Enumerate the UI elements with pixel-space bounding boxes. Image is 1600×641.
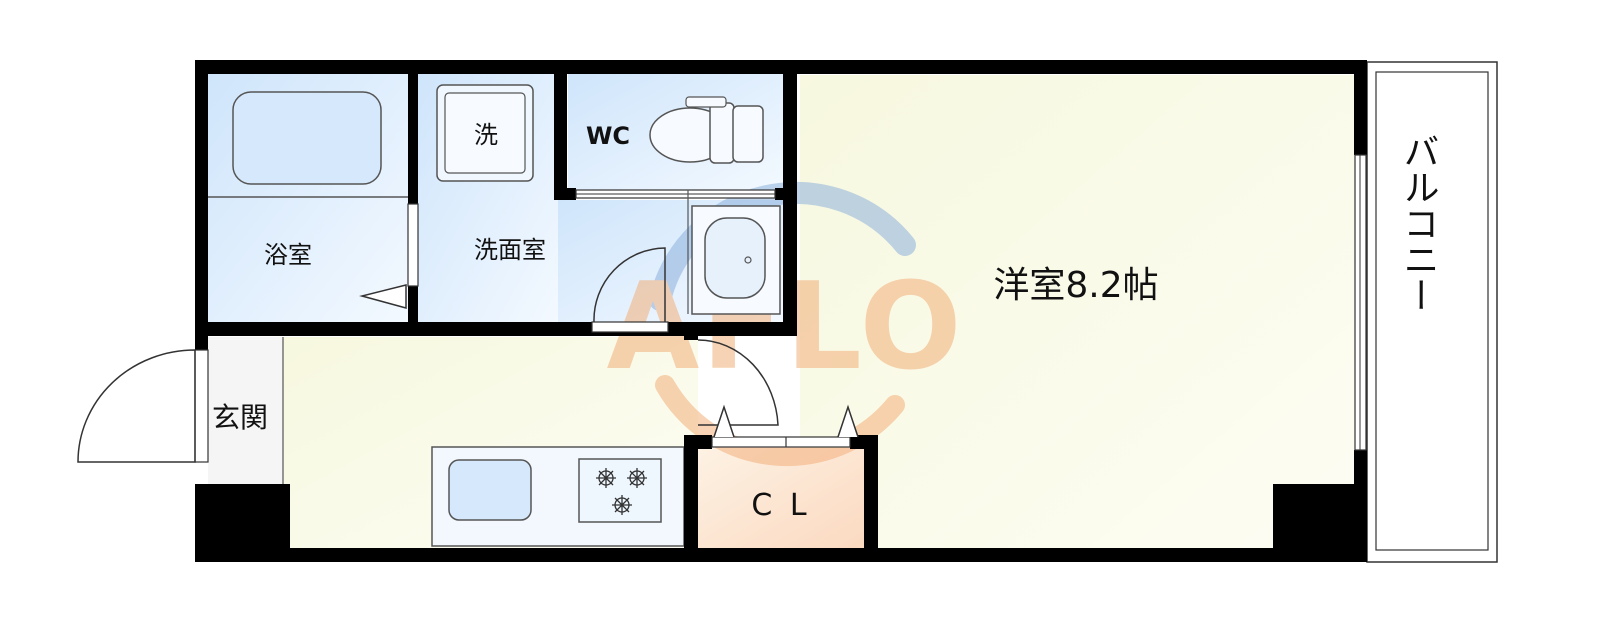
washroom-label: 洗面室 [474, 236, 546, 264]
toilet-fixture [649, 96, 764, 164]
balcony-label: バルコニー [1398, 133, 1439, 313]
bathtub [232, 91, 382, 185]
room-door [697, 339, 779, 426]
closet-door-left [713, 404, 735, 438]
doors [77, 247, 859, 463]
wash-basin [691, 205, 781, 315]
walls [195, 60, 1367, 562]
entrance-floor [208, 337, 283, 484]
burner-icon [596, 468, 647, 515]
entrance-door [77, 349, 196, 463]
washing-machine-inner [444, 92, 526, 174]
watermark-arc-bottom [655, 375, 905, 467]
kitchen-counter [431, 446, 685, 547]
balcony-inner [1375, 71, 1489, 551]
washroom-door [593, 247, 666, 323]
closet-label: C L [751, 488, 810, 523]
balcony-floor [1366, 61, 1498, 563]
toilet-label: WC [586, 122, 630, 150]
bathroom-label: 浴室 [264, 241, 312, 269]
labels: 浴室 洗面室 洗 WC 洋室8.2帖 玄関 C L バルコニー [212, 121, 1439, 523]
kitchen-sink [448, 459, 532, 521]
washer-label: 洗 [474, 121, 498, 149]
fixtures [208, 84, 781, 547]
stove [578, 458, 662, 523]
partitions [194, 154, 1367, 484]
western-room-label: 洋室8.2帖 [993, 265, 1158, 306]
entrance-label: 玄関 [212, 401, 268, 434]
bathroom-door [359, 284, 407, 309]
western-room-floor [800, 75, 1365, 560]
closet-door-right [837, 404, 859, 438]
